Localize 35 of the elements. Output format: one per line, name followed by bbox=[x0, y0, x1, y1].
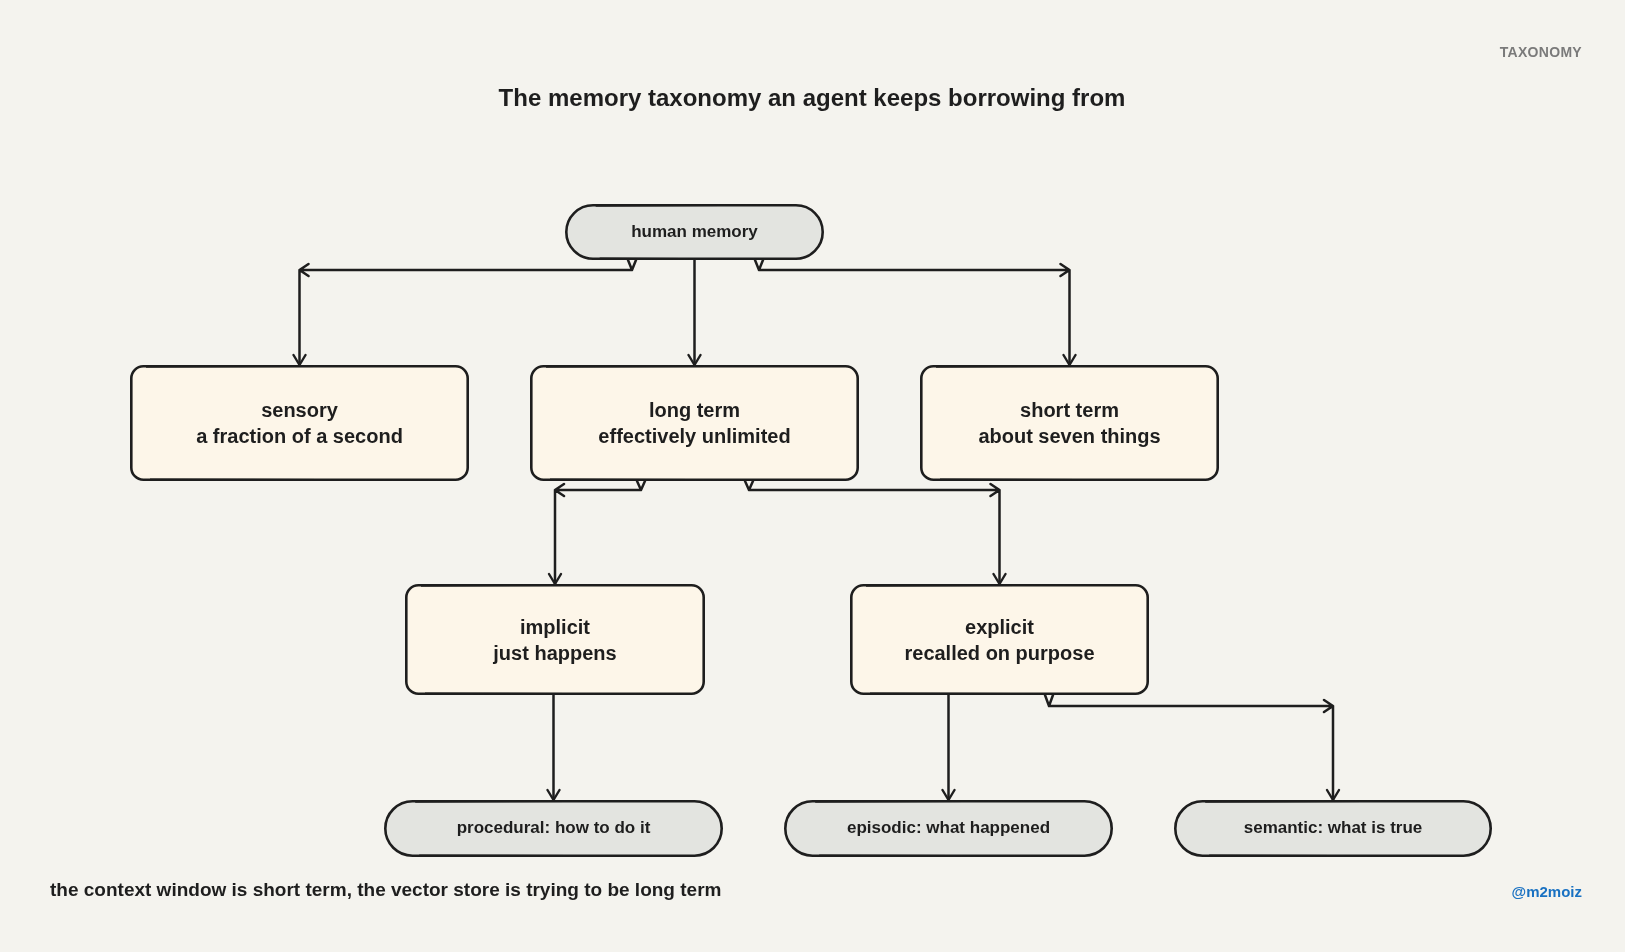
concept-pill bbox=[384, 800, 723, 857]
node-label: procedural: how to do it bbox=[456, 817, 651, 840]
arrow bbox=[1043, 693, 1341, 802]
node-title: explicit bbox=[965, 614, 1034, 640]
section-tag: TAXONOMY bbox=[1499, 44, 1582, 60]
concept-box bbox=[850, 584, 1149, 695]
arrow bbox=[753, 258, 1077, 367]
node-subtitle: a fraction of a second bbox=[196, 424, 403, 449]
node-label: human memory bbox=[631, 220, 758, 243]
node-subtitle: effectively unlimited bbox=[598, 424, 791, 449]
node-subtitle: about seven things bbox=[978, 424, 1161, 449]
arrow bbox=[941, 693, 956, 802]
concept-box bbox=[405, 584, 705, 695]
node-title: sensory bbox=[261, 398, 338, 423]
arrow bbox=[687, 258, 702, 367]
arrow bbox=[743, 479, 1007, 586]
node-subtitle: recalled on purpose bbox=[904, 640, 1095, 666]
caption-text: the context window is short term, the vector store is trying to be long term bbox=[50, 879, 722, 901]
diagram-title: The memory taxonomy an agent keeps borrowing from bbox=[498, 84, 1126, 112]
author-handle: @m2moiz bbox=[1511, 883, 1582, 900]
node-title: implicit bbox=[520, 614, 590, 640]
node-title: short term bbox=[1020, 398, 1119, 423]
concept-box bbox=[920, 365, 1219, 481]
node-label: semantic: what is true bbox=[1243, 817, 1423, 840]
node-label: episodic: what happened bbox=[846, 817, 1051, 840]
concept-pill bbox=[784, 800, 1113, 857]
concept-pill bbox=[1174, 800, 1492, 857]
arrow bbox=[547, 479, 647, 586]
node-title: long term bbox=[648, 398, 741, 423]
concept-pill bbox=[565, 204, 824, 260]
node-subtitle: just happens bbox=[493, 640, 617, 666]
arrow bbox=[292, 258, 638, 367]
concept-box bbox=[530, 365, 859, 481]
concept-box bbox=[130, 365, 469, 481]
arrow bbox=[546, 693, 561, 802]
